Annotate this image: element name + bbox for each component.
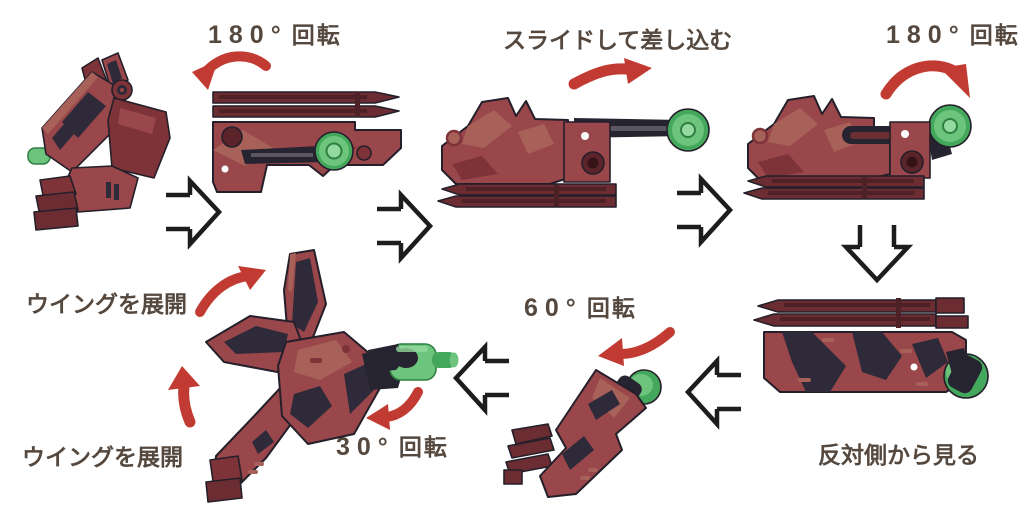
fin-stack (437, 183, 617, 208)
part-step1-folded-unit (27, 52, 171, 231)
label-word: 回転 (586, 295, 637, 321)
label-rotate-60: 60°回転 (524, 289, 637, 323)
flow-arrow-right-2-icon (377, 189, 434, 264)
wing-deploy-upper-arrow-icon (195, 266, 266, 317)
label-angle: 180° (208, 21, 288, 49)
label-wing-deploy-bottom: ウイングを展開 (22, 438, 183, 472)
label-word: 回転 (291, 22, 342, 48)
slide-right-arrow-icon (568, 58, 652, 90)
label-rotate-180-second: 180°回転 (886, 16, 1020, 50)
rotate-30-arrow-icon (366, 387, 423, 430)
label-angle: 180° (886, 21, 966, 49)
fin-stack (743, 175, 925, 200)
flow-arrow-left-1-icon (684, 355, 741, 430)
camo-body (539, 369, 647, 498)
label-word: 回転 (969, 22, 1020, 48)
label-rotate-30: 30°回転 (336, 428, 449, 462)
main-body (212, 121, 402, 193)
fin-stack (753, 297, 969, 329)
rotate-ccw-arrow-icon (192, 51, 271, 90)
label-word: 回転 (398, 434, 449, 460)
label-rotate-180-first: 180°回転 (208, 16, 342, 50)
flow-arrow-right-1-icon (166, 175, 223, 250)
part-step3-arm-extended (437, 97, 710, 208)
label-angle: 30° (336, 433, 395, 461)
label-text: スライドして差し込む (503, 27, 733, 53)
flow-arrow-down-icon (840, 225, 914, 284)
label-view-opposite-side: 反対側から見る (818, 436, 979, 470)
camo-body (747, 95, 931, 183)
part-step5-opposite-side (753, 297, 989, 399)
folded-binder-body (33, 52, 171, 231)
part-step4-arm-inserted (743, 95, 972, 200)
part-step7-wings-deployed (205, 249, 459, 503)
label-angle: 60° (524, 294, 583, 322)
rotate-cw-arrow-icon (880, 60, 970, 100)
part-step6-rotated-60 (503, 369, 662, 498)
label-text: ウイングを展開 (26, 291, 187, 317)
part-step2-flat-unit (212, 91, 402, 193)
wing-deploy-lower-arrow-icon (168, 366, 200, 428)
label-text: ウイングを展開 (22, 444, 183, 470)
flow-arrow-right-3-icon (677, 173, 734, 248)
flow-arrow-left-2-icon (452, 341, 509, 416)
fin-stack (212, 91, 400, 118)
camo-body (441, 97, 611, 185)
label-wing-deploy-top: ウイングを展開 (26, 285, 187, 319)
camo-body (763, 331, 967, 393)
center-body (277, 331, 381, 445)
rotate-60-arrow-icon (598, 327, 675, 366)
label-slide-insert: スライドして差し込む (503, 21, 732, 55)
label-text: 反対側から見る (818, 442, 979, 468)
fin-stack (503, 423, 555, 485)
green-adapter-peg (368, 343, 459, 381)
